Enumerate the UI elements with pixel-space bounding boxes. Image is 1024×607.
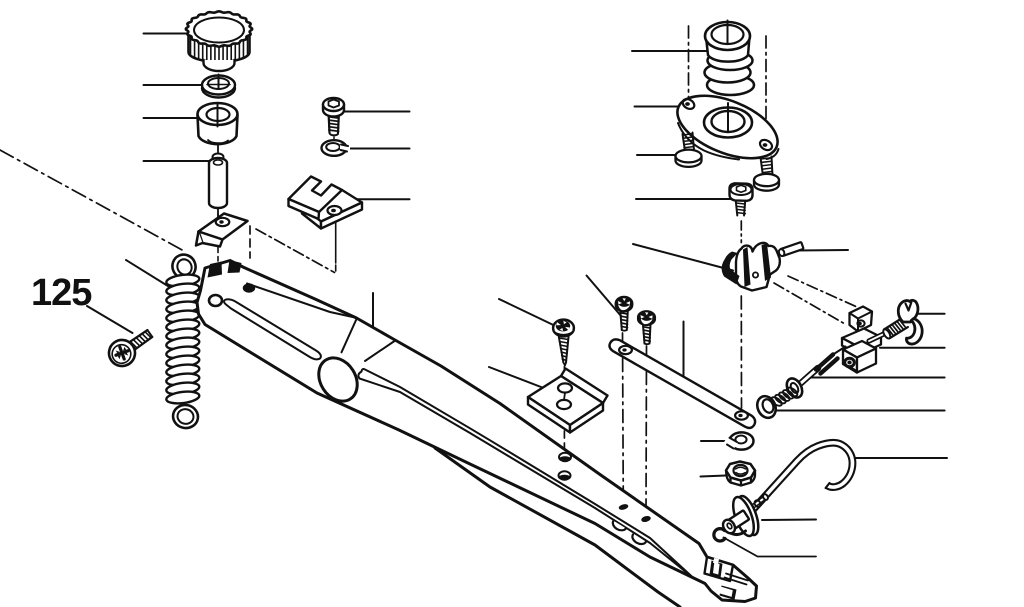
svg-text:125: 125 bbox=[31, 272, 92, 314]
